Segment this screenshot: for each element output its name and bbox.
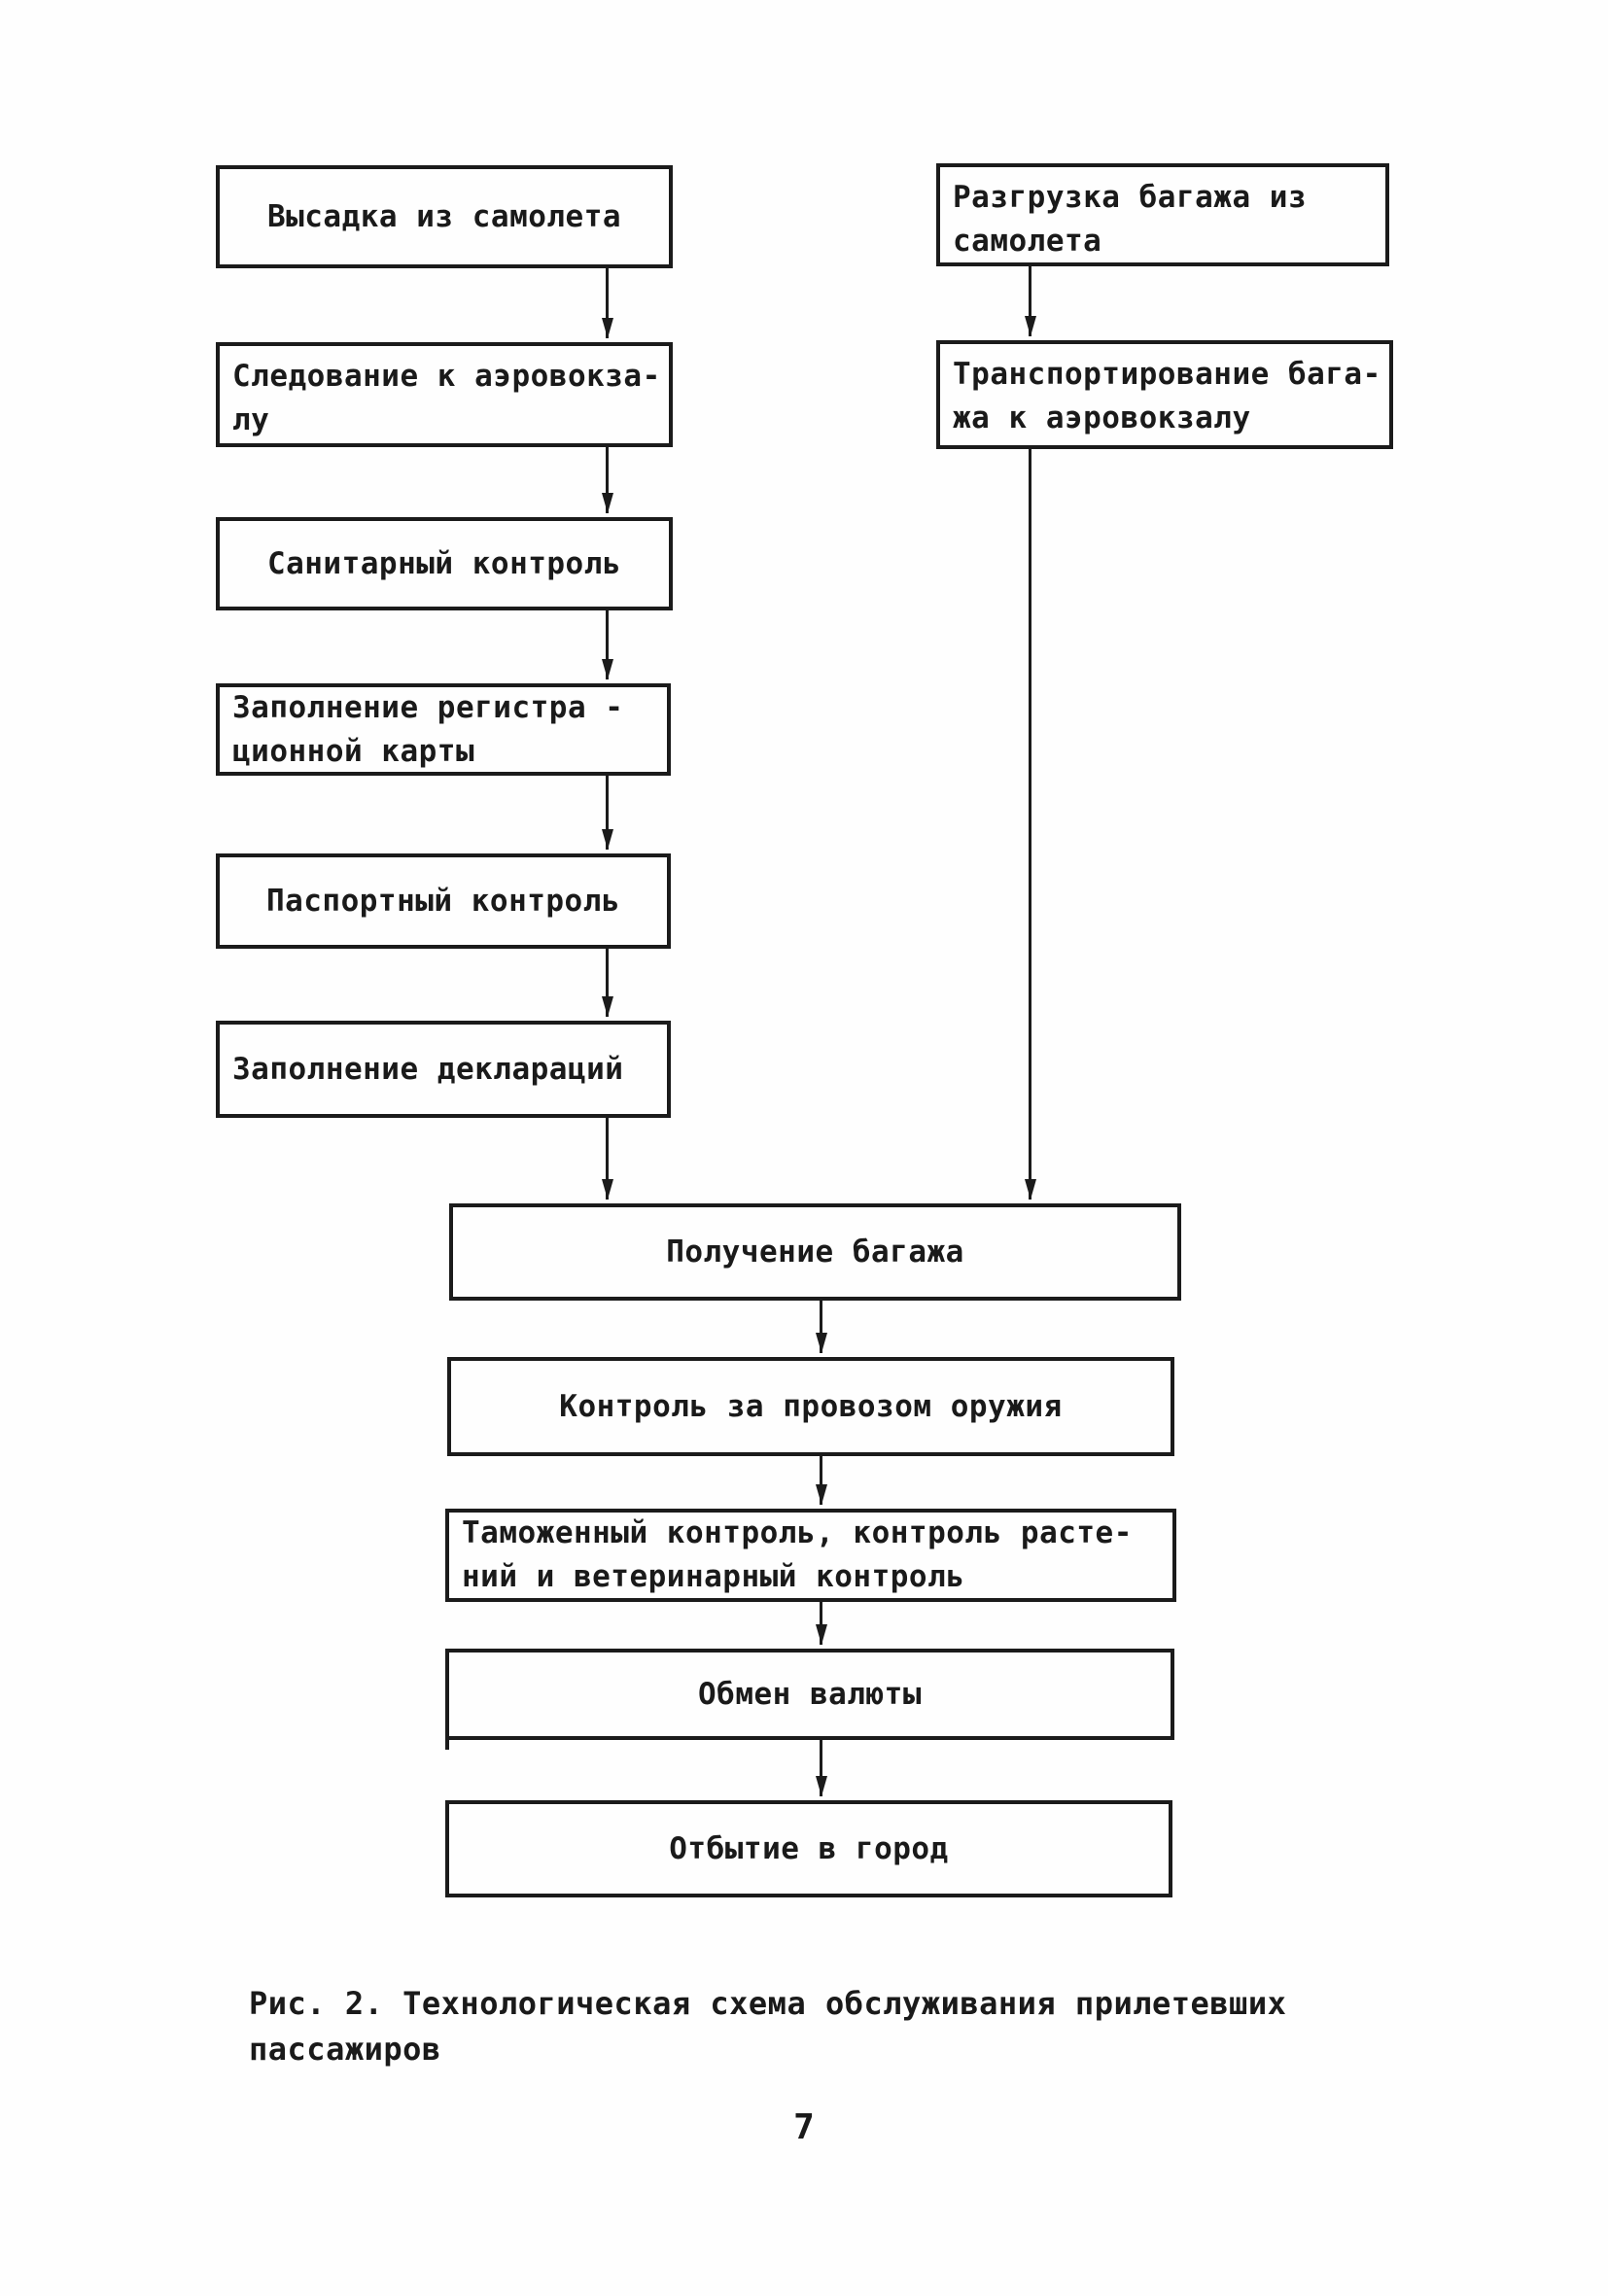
flow-box-label: Заполнение регистра - ционной карты [232, 689, 624, 769]
flow-box-label: Санитарный контроль [266, 545, 622, 581]
flow-box-label: Транспортирование бага- жа к аэровокзалу [953, 357, 1381, 435]
arrow-disembark-to-walk [606, 268, 609, 338]
arrow-baggage-claim-to-weapons [820, 1301, 822, 1353]
flow-box-weapons-control: Контроль за провозом оружия [447, 1357, 1174, 1456]
flow-box-baggage-transport: Транспортирование бага- жа к аэровокзалу [936, 340, 1393, 449]
flow-box-departure-to-city: Отбытие в город [445, 1800, 1172, 1897]
flow-box-label: Паспортный контроль [265, 883, 621, 919]
arrow-passport-to-declarations [606, 949, 609, 1017]
arrow-customs-to-currency [820, 1602, 822, 1645]
flow-box-label: Контроль за провозом оружия [559, 1388, 1063, 1424]
arrow-weapons-to-customs [820, 1456, 822, 1505]
arrow-transport-to-baggage-claim [1029, 449, 1031, 1200]
arrow-unloading-to-transport [1029, 266, 1031, 336]
flow-box-declarations: Заполнение деклараций [216, 1021, 671, 1118]
flow-box-label: Таможенный контроль, контроль расте- ний… [462, 1515, 1133, 1594]
flow-box-label: Разгрузка багажа из самолета [953, 180, 1308, 259]
flow-box-label: Обмен валюты [698, 1676, 922, 1712]
flow-box-registration-card: Заполнение регистра - ционной карты [216, 683, 671, 776]
arrow-sanitary-to-regcard [606, 610, 609, 679]
flow-box-passport-control: Паспортный контроль [216, 853, 671, 949]
flow-box-label: Заполнение деклараций [232, 1051, 624, 1087]
flow-box-label: Следование к аэровокза- лу [232, 359, 661, 437]
arrow-currency-to-departure [820, 1740, 822, 1796]
flow-box-sanitary-control: Санитарный контроль [216, 517, 673, 610]
arrow-walk-to-sanitary [606, 447, 609, 513]
flow-box-baggage-claim: Получение багажа [449, 1203, 1181, 1301]
flow-box-label: Высадка из самолета [266, 198, 622, 234]
flow-box-label: Получение багажа [666, 1234, 964, 1270]
arrow-regcard-to-passport [606, 776, 609, 850]
flow-box-currency-exchange: Обмен валюты [445, 1649, 1174, 1750]
flow-box-label: Отбытие в город [669, 1830, 949, 1866]
arrow-declarations-to-baggage-claim [606, 1118, 609, 1200]
flow-box-disembark: Высадка из самолета [216, 165, 673, 268]
flow-box-baggage-unloading: Разгрузка багажа из самолета [936, 163, 1389, 266]
page-number: 7 [793, 2107, 815, 2147]
flow-box-walk-to-terminal: Следование к аэровокза- лу [216, 342, 673, 447]
flow-box-customs-control: Таможенный контроль, контроль расте- ний… [445, 1509, 1176, 1602]
figure-caption: Рис. 2. Технологическая схема обслуживан… [249, 1985, 1287, 2069]
